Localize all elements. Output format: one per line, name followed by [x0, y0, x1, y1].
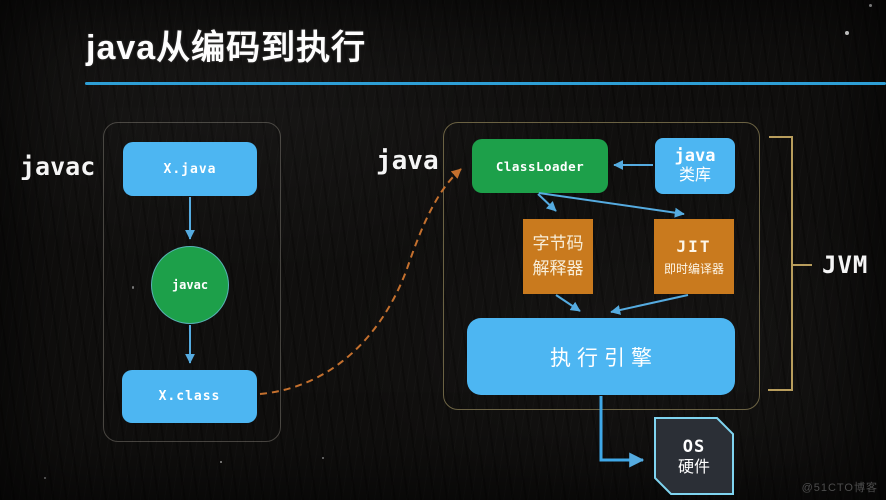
- chalk-speck: [220, 461, 222, 463]
- chalk-speck: [869, 4, 872, 7]
- node-bytecode-interpreter: 字节码 解释器: [523, 219, 593, 294]
- jit-line2: 即时编译器: [663, 261, 724, 276]
- page-title: java从编码到执行: [86, 29, 367, 67]
- node-execution-engine: 执行引擎: [467, 318, 735, 395]
- java-library-line1: java: [674, 146, 716, 167]
- title-underline: [85, 82, 886, 85]
- bytecode-line2: 解释器: [532, 258, 584, 278]
- os-line2: 硬件: [677, 458, 710, 476]
- node-x-class: X.class: [122, 370, 257, 423]
- label-javac: javac: [20, 152, 96, 181]
- os-line1: OS: [682, 436, 706, 457]
- node-javac-compiler: javac: [151, 246, 229, 324]
- java-library-line2: 类库: [678, 166, 711, 184]
- chalk-speck: [322, 457, 324, 459]
- label-java: java: [376, 146, 439, 176]
- chalk-speck: [44, 477, 46, 479]
- node-os-hardware: OS 硬件: [655, 424, 733, 490]
- chalk-speck: [132, 286, 134, 289]
- chalk-speck: [845, 31, 849, 35]
- node-java-library: java 类库: [655, 138, 735, 194]
- node-x-java: X.java: [123, 142, 257, 196]
- watermark: @51CTO博客: [801, 482, 878, 494]
- node-jit-compiler: JIT 即时编译器: [654, 219, 734, 294]
- bytecode-line1: 字节码: [532, 233, 584, 253]
- jvm-bracket: [768, 136, 793, 391]
- node-classloader: ClassLoader: [472, 139, 608, 193]
- jit-line1: JIT: [676, 236, 712, 256]
- edge-xclass-classloader-dashed: [259, 168, 462, 395]
- label-jvm: JVM: [822, 251, 869, 279]
